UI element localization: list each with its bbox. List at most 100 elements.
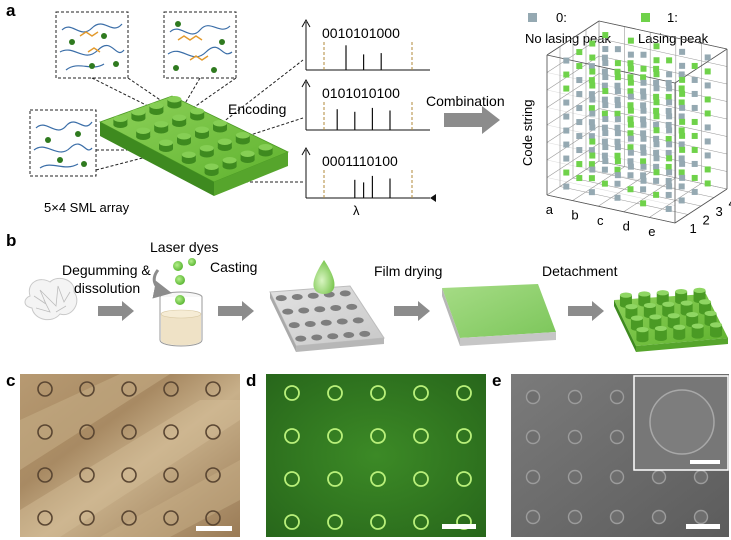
cube-marker — [589, 189, 595, 195]
cube-marker — [666, 178, 672, 184]
mould-hole — [311, 334, 322, 340]
cube-marker — [576, 91, 582, 97]
cube-marker — [576, 63, 582, 69]
cube-marker — [589, 111, 595, 117]
microring — [653, 511, 666, 524]
cube-marker — [615, 69, 621, 75]
detached-pillar — [692, 323, 704, 338]
cube-marker — [576, 175, 582, 181]
mould-hole — [321, 320, 332, 326]
cube-marker — [705, 166, 711, 172]
cube-marker — [602, 97, 608, 103]
cube-marker — [653, 80, 659, 86]
cube-marker — [602, 46, 608, 52]
cube-marker — [705, 110, 711, 116]
cube-marker — [654, 155, 660, 161]
mould-hole — [289, 322, 300, 328]
step-film-drying: Film drying — [374, 263, 442, 279]
cube-marker — [679, 133, 685, 139]
cube-marker — [589, 153, 595, 159]
photo-c — [20, 374, 240, 537]
array-pillar — [223, 157, 237, 169]
scale-bar-e-inset — [690, 460, 720, 464]
cube-marker — [692, 63, 698, 69]
cube-marker — [615, 74, 621, 80]
microring — [527, 471, 540, 484]
microring — [569, 431, 582, 444]
cube-marker — [628, 144, 634, 150]
microring — [611, 471, 624, 484]
cube-letter: b — [571, 207, 578, 222]
array-pillar — [205, 164, 219, 176]
cube-marker — [640, 102, 646, 108]
cube-marker — [641, 52, 647, 58]
detached-pillar — [710, 322, 722, 337]
cube-marker — [589, 69, 595, 75]
cube-marker — [679, 113, 685, 119]
detached-pillar — [673, 325, 685, 340]
cube-marker — [628, 52, 634, 58]
cube-marker — [705, 138, 711, 144]
panel-label-d: d — [246, 371, 256, 390]
cube-marker — [602, 55, 608, 61]
cube-marker — [653, 122, 659, 128]
cube-marker — [628, 74, 634, 80]
molecule-inset-3 — [30, 110, 96, 176]
cube-marker — [628, 38, 634, 44]
cube-marker — [563, 184, 569, 190]
mould-hole — [330, 305, 341, 311]
cube-marker — [705, 180, 711, 186]
cube-marker — [666, 169, 672, 175]
combination-arrow — [444, 106, 500, 134]
cube-marker — [602, 69, 608, 75]
cube-marker — [576, 133, 582, 139]
legend-zero-key: 0: — [556, 10, 567, 25]
microring — [527, 391, 540, 404]
cube-marker — [679, 99, 685, 105]
cube-marker — [705, 96, 711, 102]
cube-marker — [615, 88, 621, 94]
dried-film — [442, 284, 556, 346]
cube-marker — [628, 102, 634, 108]
array-pillar — [149, 103, 163, 115]
cube-marker — [589, 161, 595, 167]
molecule-inset-1 — [56, 12, 128, 78]
cube-marker — [705, 54, 711, 60]
cube-marker — [602, 167, 608, 173]
cube-marker — [589, 77, 595, 83]
cube-marker — [563, 142, 569, 148]
panel-label-a: a — [6, 1, 16, 20]
cube-marker — [576, 77, 582, 83]
microring — [611, 511, 624, 524]
cube-marker — [589, 125, 595, 131]
legend-green-marker — [641, 13, 650, 22]
mould-hole — [282, 309, 293, 315]
cube-marker — [679, 197, 685, 203]
cube-marker — [640, 116, 646, 122]
spectrum: 0101010100 — [302, 80, 430, 130]
cube-marker — [589, 167, 595, 173]
microring — [569, 471, 582, 484]
cube-marker — [589, 105, 595, 111]
cube-marker — [641, 108, 647, 114]
microring — [695, 471, 708, 484]
photo-e-inset — [634, 376, 728, 470]
mould-hole — [292, 294, 303, 300]
cube-marker — [563, 114, 569, 120]
cube-marker — [615, 153, 621, 159]
mould-hole — [346, 304, 357, 310]
cube-marker — [640, 88, 646, 94]
microring — [527, 431, 540, 444]
microring — [695, 511, 708, 524]
spectrum: 0001110100 — [302, 148, 430, 198]
cube-marker — [602, 111, 608, 117]
cube-marker — [602, 74, 608, 80]
cube-marker — [602, 158, 608, 164]
cube-marker — [692, 161, 698, 167]
cube-marker — [679, 119, 685, 125]
cube-number: 3 — [716, 204, 723, 219]
scale-bar-c — [196, 526, 232, 531]
cube-marker — [692, 91, 698, 97]
cube-marker — [679, 77, 685, 83]
